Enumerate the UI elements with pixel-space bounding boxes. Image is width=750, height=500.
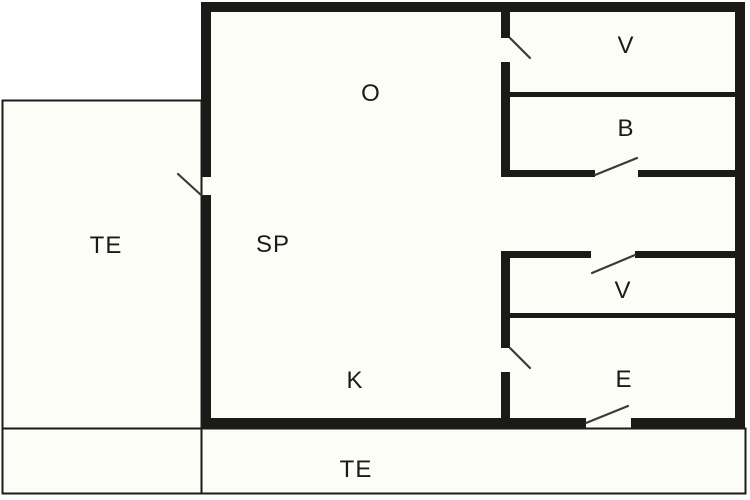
wall-building-top (201, 2, 745, 12)
wall-bed-bath-divider (510, 92, 738, 97)
door-entry-terrace (584, 404, 630, 425)
room-label-bedroom-lower: V (614, 277, 632, 304)
wall-building-right (735, 2, 745, 428)
door-bathroom (593, 156, 639, 177)
interior-thin-walls (510, 92, 738, 318)
building-floor (201, 3, 745, 428)
room-label-bedroom-upper: V (617, 32, 635, 59)
wall-spine-lower (501, 372, 510, 428)
room-label-hall: SP (255, 231, 291, 258)
room-label-living-room: O (361, 80, 381, 107)
wall-building-bottom-b (631, 418, 745, 428)
door-terrace-hall (176, 172, 203, 197)
wall-building-left-up (201, 2, 211, 177)
wall-building-bottom-a (201, 418, 586, 428)
door-bedroom-upper (508, 36, 532, 60)
wall-spine-top (501, 2, 510, 38)
door-entry-hall (508, 346, 532, 370)
room-label-kitchen: K (346, 367, 364, 394)
door-swing-lines (176, 36, 639, 425)
terrace-bottom-outline (1, 427, 747, 495)
wall-spine-upper (501, 62, 510, 177)
structural-walls (201, 2, 745, 428)
wall-building-left-low (201, 195, 211, 428)
wall-bedlow-e-divider (510, 313, 738, 318)
wall-bedlow-top-a (501, 251, 591, 258)
door-bedroom-lower (590, 253, 637, 275)
wall-bath-bottom-b (638, 170, 745, 177)
terrace-bottom-floor (3, 429, 745, 493)
floor-fills (3, 3, 745, 493)
room-label-bathroom: B (617, 115, 635, 142)
room-label-terrace-left: TE (89, 232, 123, 259)
room-label-entry: E (615, 366, 633, 393)
wall-bath-bottom-a (501, 170, 595, 177)
wall-spine-mid (501, 252, 510, 348)
wall-bedlow-top-b (635, 251, 745, 258)
room-label-terrace-bottom: TE (339, 456, 373, 483)
